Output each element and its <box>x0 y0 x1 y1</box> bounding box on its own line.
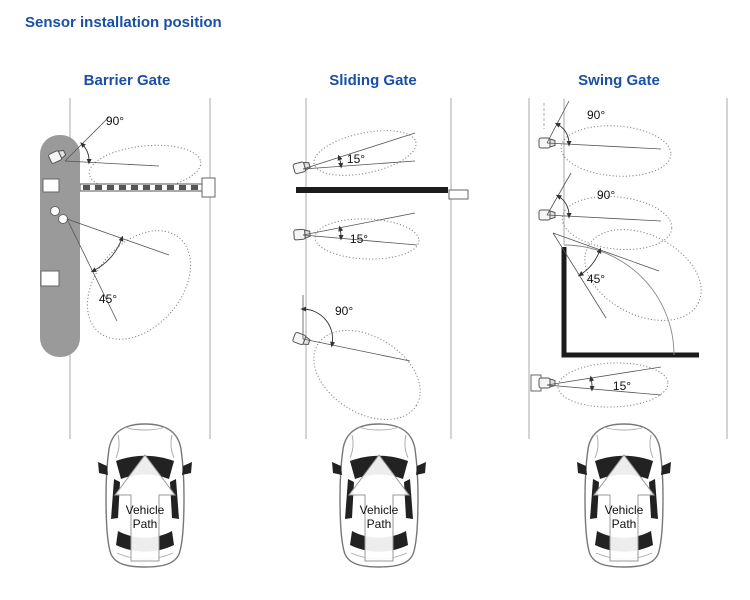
angle-annotation-45: 45° <box>66 218 170 322</box>
angle-annotation-90-second: 90° <box>546 172 662 222</box>
pillar-box <box>40 270 60 287</box>
swing-gate-heading: Swing Gate <box>578 72 660 89</box>
sliding-gate-diagram: 15° 15° 90° Vehicle Path <box>291 98 469 568</box>
detection-zone-2 <box>561 195 673 251</box>
angle-label: 90° <box>597 188 615 202</box>
vehicle-path-label-line1: Vehicle <box>126 503 165 517</box>
detection-zone-4 <box>557 362 669 408</box>
angle-annotation-15-middle: 15° <box>302 212 418 246</box>
sensor-lens-2 <box>58 214 68 224</box>
detection-zone-bottom <box>313 329 421 421</box>
angle-annotation-45: 45° <box>552 232 660 319</box>
vehicle-path-label-line1: Vehicle <box>605 503 644 517</box>
angle-label: 90° <box>106 114 124 128</box>
angle-annotation-90-bottom: 90° <box>300 295 411 362</box>
detection-zone-top <box>88 144 202 192</box>
arm-pivot-box <box>42 178 60 193</box>
angle-annotation-90: 90° <box>64 114 160 167</box>
detection-zone-bottom <box>86 230 192 340</box>
swing-path-arc <box>563 244 675 356</box>
angle-label: 45° <box>99 292 117 306</box>
barrier-gate-diagram: 90° 45° Vehicle Path <box>40 98 216 568</box>
angle-label: 90° <box>335 304 353 318</box>
barrier-arm <box>79 177 216 198</box>
detection-zone-3 <box>584 228 702 322</box>
barrier-gate-heading: Barrier Gate <box>83 72 171 89</box>
vehicle-path-label-line2: Path <box>367 517 392 531</box>
swing-gate-diagram: 90° 90° 45° <box>528 98 728 568</box>
vehicle-path-label-line2: Path <box>133 517 158 531</box>
gate-receiver <box>448 189 469 200</box>
vehicle-top-view <box>331 423 427 568</box>
angle-label: 45° <box>587 272 605 286</box>
sensor-lens-1 <box>50 206 60 216</box>
detection-zone-top <box>313 130 417 176</box>
angle-label: 90° <box>587 108 605 122</box>
vehicle-path-label-line1: Vehicle <box>360 503 399 517</box>
sliding-gate-heading: Sliding Gate <box>329 72 417 89</box>
detection-zone-1 <box>560 125 672 177</box>
vehicle-top-view <box>576 423 672 568</box>
vehicle-path-label-line2: Path <box>612 517 637 531</box>
angle-annotation-90-top: 90° <box>546 100 662 150</box>
sensor-icon-3 <box>538 377 556 389</box>
panel-swing-gate: Swing Gate 90° <box>498 72 740 573</box>
detection-zone-middle <box>314 218 420 260</box>
panel-sliding-gate: Sliding Gate 15° <box>252 72 494 573</box>
angle-label: 15° <box>613 379 631 393</box>
panel-barrier-gate: Barrier Gate <box>6 72 248 573</box>
page-title: Sensor installation position <box>25 14 222 31</box>
swing-gate <box>561 247 699 358</box>
barrier-arm-rest <box>201 177 216 198</box>
angle-label: 15° <box>350 232 368 246</box>
angle-label: 15° <box>347 152 365 166</box>
barrier-pillar <box>40 135 80 357</box>
panels-row: Barrier Gate <box>6 72 740 573</box>
angle-annotation-15: 15° <box>546 366 662 396</box>
angle-annotation-15-top: 15° <box>302 132 416 170</box>
vehicle-top-view <box>97 423 193 568</box>
sliding-gate-bar <box>296 187 448 193</box>
sensor-icon-3 <box>291 331 312 348</box>
